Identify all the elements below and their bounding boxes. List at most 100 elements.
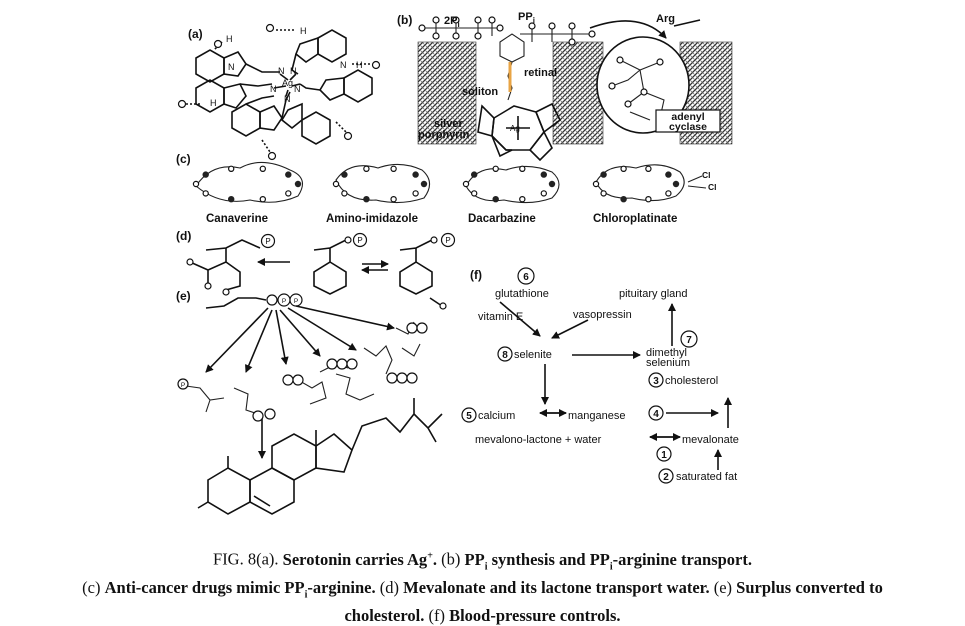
label-porphyrin: porphyrin — [418, 129, 470, 141]
panel-c-label: (c) — [176, 152, 191, 166]
ring-atom-1-0 — [420, 180, 428, 188]
ipp-chain — [205, 297, 267, 309]
p-symbol-d-3: P — [445, 236, 450, 245]
label-ppi: PPi — [518, 11, 535, 25]
atom-h3: H — [210, 98, 217, 108]
atom-n1: N — [228, 62, 235, 72]
panel-a: (a) — [177, 23, 381, 161]
arrow-vasopressin-selenite — [551, 319, 589, 339]
label-manganese: manganese — [568, 410, 626, 422]
label-dimethyl: dimethyl — [646, 347, 687, 359]
drug-dacarbazine: Dacarbazine — [468, 213, 536, 225]
ring-atom-1-7 — [363, 165, 370, 172]
atom-o3 — [371, 60, 381, 70]
ring-atom-3-3 — [620, 196, 627, 203]
membrane-left — [417, 41, 477, 145]
panel-b-label: (b) — [397, 13, 412, 27]
num-3-circle — [648, 372, 664, 388]
caption-line-2: (c) Anti-cancer drugs mimic PPi-arginine… — [82, 577, 883, 601]
ring-atom-3-8 — [645, 165, 652, 172]
panel-f: (f) 6 7 8 3 5 4 1 2 glutathione pituitar… — [461, 267, 739, 484]
num-2-circle — [658, 468, 674, 484]
label-mevalono-lactone: mevalono-lactone + water — [475, 434, 602, 446]
ring-atom-3-4 — [600, 190, 607, 197]
ppi-transport-arrow — [589, 20, 667, 39]
num-6-circle — [517, 267, 535, 285]
label-pituitary: pituitary gland — [619, 288, 688, 300]
cholesterol-skeleton — [197, 398, 443, 515]
ring-atom-2-3 — [492, 196, 499, 203]
atom-ag: Ag — [282, 78, 293, 88]
label-vasopressin: vasopressin — [573, 309, 632, 321]
ring-atom-0-7 — [227, 165, 235, 172]
label-calcium: calcium — [478, 410, 515, 422]
phosphate-d-2 — [352, 232, 368, 248]
panel-d-label: (d) — [176, 229, 191, 243]
ring-atom-2-4 — [471, 190, 478, 197]
label-mevalonate: mevalonate — [682, 434, 739, 446]
num-1-circle — [656, 446, 672, 462]
cl-label-2: Cl — [708, 182, 717, 192]
ring-atom-0-0 — [294, 180, 302, 188]
p-symbol-d-1: P — [265, 237, 270, 246]
ring-atom-2-0 — [548, 180, 556, 188]
num-7: 7 — [686, 335, 692, 346]
label-glutathione: glutathione — [495, 288, 549, 300]
ring-atom-3-2 — [645, 195, 652, 203]
atom-o1 — [213, 39, 223, 49]
ring-atom-1-1 — [412, 190, 419, 197]
num-5: 5 — [466, 411, 472, 422]
figure-caption: FIG. 8(a). Serotonin carries Ag+. (b) PP… — [0, 545, 965, 626]
atom-n2: N — [278, 66, 285, 76]
ring-atom-3-7 — [620, 165, 627, 172]
p-symbol-e-3: P — [294, 298, 298, 305]
ring-atom-3-1 — [665, 190, 672, 197]
num-5-circle — [461, 407, 477, 423]
panel-a-label: (a) — [188, 27, 203, 41]
ring-atom-1-6 — [341, 171, 348, 178]
atom-n6: N — [284, 94, 291, 104]
caption-line-3: cholesterol. (f) Blood-pressure controls… — [344, 606, 621, 626]
drug-chloroplatinate: Chloroplatinate — [593, 213, 677, 225]
ring-atom-2-5 — [462, 180, 470, 188]
label-selenite: selenite — [514, 349, 552, 361]
num-3: 3 — [653, 376, 659, 387]
ring-atom-0-3 — [228, 196, 235, 203]
ring-atom-2-9 — [540, 171, 547, 178]
membrane-middle — [552, 41, 604, 145]
num-8: 8 — [502, 350, 508, 361]
ring-atom-0-9 — [285, 171, 292, 178]
ring-atom-1-9 — [412, 171, 419, 178]
atom-n3: N — [290, 66, 297, 76]
label-soliton: soliton — [462, 86, 498, 98]
atom-o6 — [343, 131, 353, 141]
caption-line-1: FIG. 8(a). Serotonin carries Ag+. (b) PP… — [213, 549, 752, 572]
label-arg: Arg — [656, 13, 675, 25]
ring-atom-2-1 — [540, 190, 548, 197]
phosphate-d-3 — [440, 232, 456, 248]
label-2pi: 2Pi — [444, 15, 460, 29]
ring-atom-3-6 — [600, 171, 607, 178]
num-4: 4 — [653, 409, 659, 420]
panel-c: (c) Cl Cl Canaverine Amino-imidazole Dac… — [176, 152, 717, 225]
figure-8: (a) — [176, 11, 739, 515]
label-selenium: selenium — [646, 357, 690, 369]
drug-amino-imidazole: Amino-imidazole — [326, 213, 418, 225]
label-retinal: retinal — [524, 67, 557, 79]
num-7-circle — [680, 330, 698, 348]
panel-b: (b) — [397, 11, 733, 162]
label-ag-center: Ag — [510, 124, 520, 133]
phosphate-d-1 — [260, 233, 276, 249]
arg-leader — [673, 19, 701, 27]
drug-canaverine: Canaverine — [206, 213, 268, 225]
atom-o5 — [267, 151, 277, 161]
ring-atom-0-5 — [192, 180, 200, 188]
atom-n4: N — [270, 84, 277, 94]
panel-c-atoms — [192, 165, 680, 203]
ring-atom-0-1 — [285, 190, 292, 197]
label-adenyl: adenyl — [671, 111, 704, 123]
ring-atom-0-4 — [202, 190, 209, 197]
ring-atom-3-9 — [665, 171, 672, 178]
num-4-circle — [648, 405, 664, 421]
num-1: 1 — [661, 450, 667, 461]
